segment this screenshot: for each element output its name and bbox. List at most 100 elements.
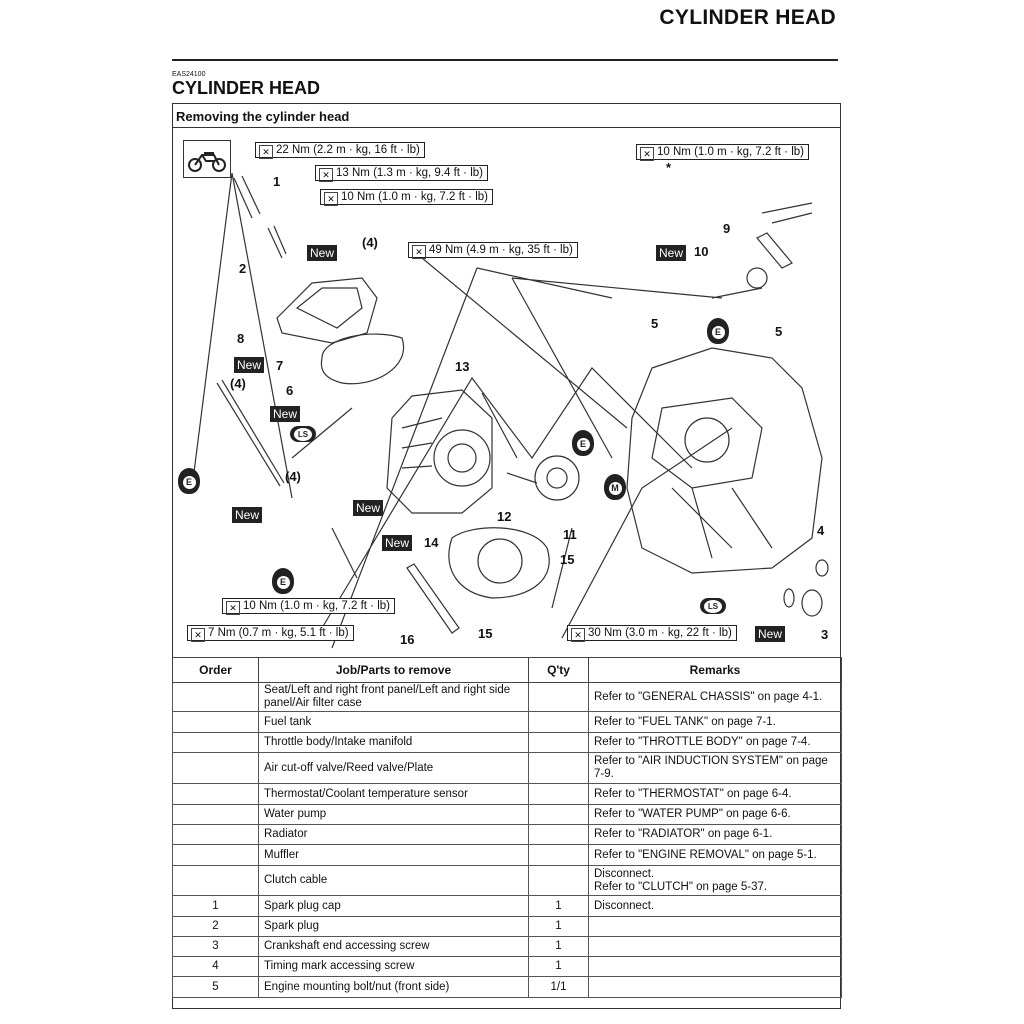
qty-cell xyxy=(528,783,589,805)
part-cell: Air cut-off valve/Reed valve/Plate xyxy=(258,752,529,784)
torque-spec: ✕49 Nm (4.9 m · kg, 35 ft · lb) xyxy=(408,242,578,259)
wrench-icon: ✕ xyxy=(640,147,654,161)
torque-spec: ✕10 Nm (1.0 m · kg, 7.2 ft · lb) xyxy=(636,144,809,161)
callout-number: 9 xyxy=(723,221,731,236)
torque-value: 10 Nm (1.0 m · kg, 7.2 ft · lb) xyxy=(657,146,804,158)
wrench-icon: ✕ xyxy=(191,628,205,642)
lithium-grease-icon: LS xyxy=(700,598,726,614)
part-cell: Seat/Left and right front panel/Left and… xyxy=(258,682,529,712)
qty-cell: 1/1 xyxy=(528,976,589,998)
callout-number: 16 xyxy=(400,632,415,647)
qty-cell xyxy=(528,804,589,825)
remarks-cell: Refer to "AIR INDUCTION SYSTEM" on page … xyxy=(588,752,842,784)
wrench-icon: ✕ xyxy=(319,168,333,182)
table-header-row: Order Job/Parts to remove Q'ty Remarks xyxy=(172,657,842,683)
callout-number: 10 xyxy=(694,244,709,259)
engine-oil-icon: E xyxy=(272,568,294,594)
quantity-note: (4) xyxy=(285,469,301,484)
new-part-badge: New xyxy=(232,507,263,523)
torque-spec: ✕13 Nm (1.3 m · kg, 9.4 ft · lb) xyxy=(315,165,488,182)
part-cell: Throttle body/Intake manifold xyxy=(258,732,529,753)
table-row: Seat/Left and right front panel/Left and… xyxy=(172,682,842,712)
qty-cell: 1 xyxy=(528,936,589,957)
torque-value: 49 Nm (4.9 m · kg, 35 ft · lb) xyxy=(429,244,573,256)
remarks-cell: Refer to "THERMOSTAT" on page 6-4. xyxy=(588,783,842,805)
remarks-cell xyxy=(588,956,842,977)
wrench-icon: ✕ xyxy=(226,601,240,615)
torque-value: 22 Nm (2.2 m · kg, 16 ft · lb) xyxy=(276,144,420,156)
procedure-title: Removing the cylinder head xyxy=(176,109,350,124)
remarks-cell: Refer to "RADIATOR" on page 6-1. xyxy=(588,824,842,845)
table-row: Air cut-off valve/Reed valve/Plate Refer … xyxy=(172,752,842,784)
callout-number: 7 xyxy=(276,358,284,373)
order-cell: 1 xyxy=(172,895,259,917)
remarks-cell xyxy=(588,936,842,957)
callout-number: 5 xyxy=(651,316,659,331)
wrench-icon: ✕ xyxy=(412,245,426,259)
order-cell: 5 xyxy=(172,976,259,998)
divider xyxy=(172,127,841,128)
asterisk-note: * xyxy=(666,160,672,175)
column-header: Order xyxy=(172,657,259,683)
torque-spec: ✕30 Nm (3.0 m · kg, 22 ft · lb) xyxy=(567,625,737,642)
qty-cell: 1 xyxy=(528,956,589,977)
callout-number: 15 xyxy=(560,552,575,567)
section-title: CYLINDER HEAD xyxy=(172,78,321,98)
qty-cell xyxy=(528,732,589,753)
wrench-icon: ✕ xyxy=(324,192,338,206)
callout-number: 11 xyxy=(563,527,577,542)
column-header: Job/Parts to remove xyxy=(258,657,529,683)
new-part-badge: New xyxy=(755,626,786,642)
running-title: CYLINDER HEAD xyxy=(659,6,836,29)
engine-oil-icon: E xyxy=(178,468,200,494)
wrench-icon: ✕ xyxy=(259,145,273,159)
remarks-cell xyxy=(588,976,842,998)
qty-cell xyxy=(528,844,589,866)
new-part-badge: New xyxy=(656,245,687,261)
column-header: Q'ty xyxy=(528,657,589,683)
order-cell: 2 xyxy=(172,916,259,937)
order-cell xyxy=(172,804,259,825)
order-cell xyxy=(172,732,259,753)
callout-number: 14 xyxy=(424,535,439,550)
part-cell: Radiator xyxy=(258,824,529,845)
qty-cell xyxy=(528,865,589,896)
torque-spec: ✕7 Nm (0.7 m · kg, 5.1 ft · lb) xyxy=(187,625,354,642)
part-cell: Clutch cable xyxy=(258,865,529,896)
order-cell xyxy=(172,752,259,784)
order-cell xyxy=(172,865,259,896)
header-rule xyxy=(172,59,838,61)
symbol-letter: E xyxy=(276,576,290,589)
lithium-grease-icon: LS xyxy=(290,426,316,442)
torque-value: 10 Nm (1.0 m · kg, 7.2 ft · lb) xyxy=(341,191,488,203)
torque-value: 13 Nm (1.3 m · kg, 9.4 ft · lb) xyxy=(336,167,483,179)
new-part-badge: New xyxy=(382,535,413,551)
section-code: EAS24100 xyxy=(172,71,206,78)
symbol-letter: E xyxy=(182,476,196,489)
callout-number: 6 xyxy=(286,383,294,398)
part-cell: Water pump xyxy=(258,804,529,825)
callout-number: 15 xyxy=(478,626,493,641)
motorcycle-icon xyxy=(183,140,231,178)
new-part-badge: New xyxy=(270,406,301,422)
new-part-badge: New xyxy=(234,357,265,373)
torque-spec: ✕10 Nm (1.0 m · kg, 7.2 ft · lb) xyxy=(320,189,493,206)
callout-number: 13 xyxy=(455,359,470,374)
remarks-cell xyxy=(588,916,842,937)
qty-cell xyxy=(528,711,589,733)
part-cell: Engine mounting bolt/nut (front side) xyxy=(258,976,529,998)
callout-number: 12 xyxy=(497,509,512,524)
order-cell xyxy=(172,844,259,866)
order-cell xyxy=(172,783,259,805)
remarks-cell: Disconnect. Refer to "CLUTCH" on page 5-… xyxy=(588,865,842,896)
part-cell: Muffler xyxy=(258,844,529,866)
order-cell xyxy=(172,682,259,712)
qty-cell xyxy=(528,682,589,712)
remarks-cell: Refer to "FUEL TANK" on page 7-1. xyxy=(588,711,842,733)
table-row: Clutch cable Disconnect. Refer to "CLUTCH… xyxy=(172,865,842,896)
